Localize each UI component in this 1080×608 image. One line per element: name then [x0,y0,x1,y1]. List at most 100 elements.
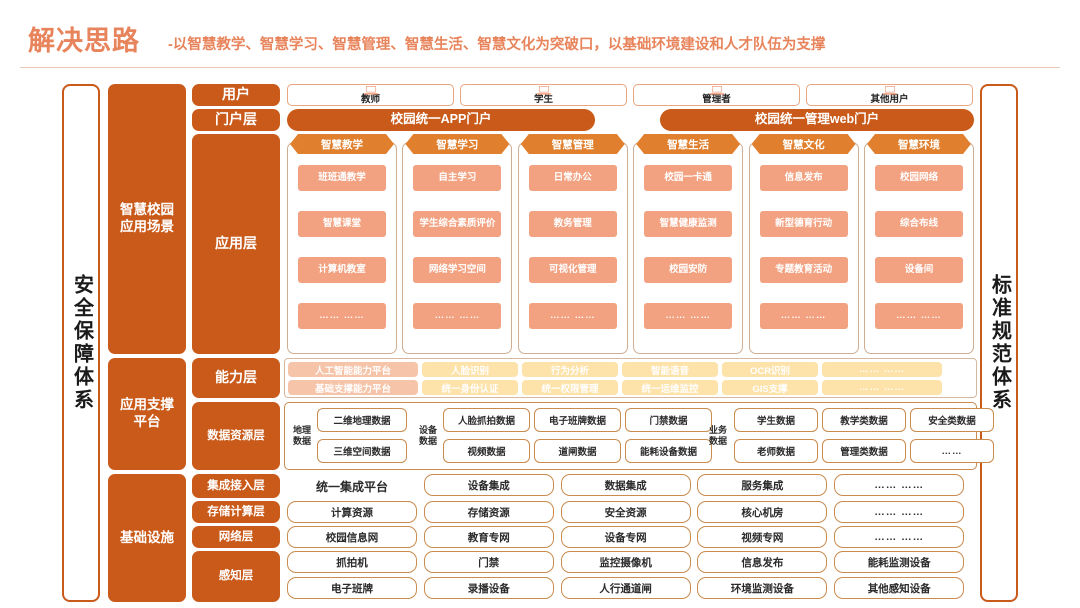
perception-row1-card-4[interactable]: 信息发布 [697,551,828,573]
storage-card-4[interactable]: 核心机房 [697,501,828,523]
data-card-2-row2-1[interactable]: 视频数据 [443,439,530,463]
portal-web[interactable]: 校园统一管理web门户 [660,109,974,131]
portal-app[interactable]: 校园统一APP门户 [287,109,595,131]
app-item-3-2[interactable]: 教务管理 [528,211,617,237]
data-group-label-3: 业务数据 [708,424,727,446]
capability-row1-item-6[interactable]: …… …… [822,362,942,377]
page-subtitle: -以智慧教学、智慧学习、智慧管理、智慧生活、智慧文化为突破口，以基础环境建设和人… [168,37,826,53]
app-item-5-2[interactable]: 新型德育行动 [759,211,848,237]
app-item-1-3[interactable]: 计算机教室 [298,257,386,283]
perception-row1-card-2[interactable]: 门禁 [423,551,554,573]
app-item-5-1[interactable]: 信息发布 [759,165,848,191]
capability-row2-item-3[interactable]: 统一权限管理 [522,380,618,395]
integration-card-1[interactable]: 设备集成 [423,474,554,496]
capability-row2-item-4[interactable]: 统一运维监控 [622,380,718,395]
perception-row1-card-1[interactable]: 抓拍机 [287,551,417,573]
laptop-icon [536,85,551,95]
network-card-4[interactable]: 视频专网 [697,526,828,548]
perception-row1-card-3[interactable]: 监控摄像机 [560,551,691,573]
data-card-3-row2-3[interactable]: …… [910,439,994,463]
layer-label-capability: 能力层 [192,358,280,398]
capability-row1-item-4[interactable]: 智能语音 [622,362,718,377]
user-label: 其他用户 [870,94,909,105]
capability-row2-item-2[interactable]: 统一身份认证 [422,380,518,395]
app-item-6-3[interactable]: 设备间 [875,257,963,283]
app-item-4-4[interactable]: …… …… [644,303,733,329]
app-item-3-3[interactable]: 可视化管理 [528,257,617,283]
app-item-2-2[interactable]: 学生综合素质评价 [413,211,502,237]
network-card-5[interactable]: …… …… [834,526,965,548]
storage-card-3[interactable]: 安全资源 [560,501,691,523]
app-item-3-4[interactable]: …… …… [528,303,617,329]
network-card-1[interactable]: 校园信息网 [287,526,417,548]
app-item-5-4[interactable]: …… …… [759,303,848,329]
app-column-head-3[interactable]: 智慧管理 [521,134,625,154]
perception-row2-card-2[interactable]: 录播设备 [423,577,554,599]
data-card-1-row2-1[interactable]: 三维空间数据 [317,439,407,463]
data-card-2-row2-2[interactable]: 道闸数据 [534,439,621,463]
network-card-3[interactable]: 设备专网 [560,526,691,548]
perception-row2-card-3[interactable]: 人行通道闸 [560,577,691,599]
data-card-3-row2-1[interactable]: 老师数据 [734,439,818,463]
integration-card-4[interactable]: …… …… [834,474,965,496]
app-column-head-5[interactable]: 智慧文化 [752,134,856,154]
laptop-icon [709,85,724,95]
capability-row2-item-5[interactable]: GIS支撑 [722,380,818,395]
user-label: 教师 [360,94,380,105]
app-item-2-1[interactable]: 自主学习 [413,165,502,191]
network-card-2[interactable]: 教育专网 [423,526,554,548]
group-block-infra: 基础设施 [108,474,186,602]
storage-card-5[interactable]: …… …… [834,501,965,523]
data-card-3-row1-3[interactable]: 安全类数据 [910,408,994,432]
integration-card-3[interactable]: 服务集成 [697,474,828,496]
capability-row2-item-6[interactable]: …… …… [822,380,942,395]
user-cell-3[interactable]: 管理者 [633,84,800,106]
data-card-2-row1-3[interactable]: 门禁数据 [625,408,712,432]
app-column-head-6[interactable]: 智慧环境 [867,134,971,154]
app-item-4-1[interactable]: 校园一卡通 [644,165,733,191]
page-header: 解决思路 -以智慧教学、智慧学习、智慧管理、智慧生活、智慧文化为突破口，以基础环… [0,26,1080,68]
app-item-5-3[interactable]: 专题教育活动 [759,257,848,283]
user-cell-2[interactable]: 学生 [460,84,627,106]
app-item-6-4[interactable]: …… …… [875,303,963,329]
data-card-2-row1-1[interactable]: 人脸抓拍数据 [443,408,530,432]
data-card-2-row1-2[interactable]: 电子班牌数据 [534,408,621,432]
storage-card-2[interactable]: 存储资源 [423,501,554,523]
capability-row1-item-5[interactable]: OCR识别 [722,362,818,377]
data-card-1-row1-1[interactable]: 二维地理数据 [317,408,407,432]
data-card-3-row1-2[interactable]: 教学类数据 [822,408,906,432]
left-frame-security: 安全保障体系 [62,84,100,602]
app-item-3-1[interactable]: 日常办公 [528,165,617,191]
app-column-head-1[interactable]: 智慧教学 [290,134,394,154]
capability-row1-item-2[interactable]: 人脸识别 [422,362,518,377]
user-cell-1[interactable]: 教师 [287,84,454,106]
data-card-3-row1-1[interactable]: 学生数据 [734,408,818,432]
app-item-4-2[interactable]: 智慧健康监测 [644,211,733,237]
app-item-1-2[interactable]: 智慧课堂 [298,211,386,237]
data-group-label-1: 地理数据 [292,424,311,446]
app-item-2-4[interactable]: …… …… [413,303,502,329]
capability-row1-item-3[interactable]: 行为分析 [522,362,618,377]
right-frame-label: 标准规范体系 [988,274,1011,412]
app-item-6-1[interactable]: 校园网络 [875,165,963,191]
user-cell-4[interactable]: 其他用户 [806,84,973,106]
integration-card-2[interactable]: 数据集成 [560,474,691,496]
architecture-diagram: 安全保障体系标准规范体系智慧校园应用场景应用支撑平台基础设施用户门户层应用层能力… [0,82,1080,608]
app-item-1-4[interactable]: …… …… [298,303,386,329]
app-column-head-4[interactable]: 智慧生活 [636,134,740,154]
app-item-2-3[interactable]: 网络学习空间 [413,257,502,283]
capability-row2-item-1[interactable]: 基础支撑能力平台 [288,380,418,395]
data-card-2-row2-3[interactable]: 能耗设备数据 [625,439,712,463]
storage-card-1[interactable]: 计算资源 [287,501,417,523]
capability-row1-item-1[interactable]: 人工智能能力平台 [288,362,418,377]
app-item-6-2[interactable]: 综合布线 [875,211,963,237]
app-item-1-1[interactable]: 班班通教学 [298,165,386,191]
perception-row2-card-5[interactable]: 其他感知设备 [834,577,965,599]
perception-row1-card-5[interactable]: 能耗监测设备 [834,551,965,573]
app-item-4-3[interactable]: 校园安防 [644,257,733,283]
data-card-3-row2-2[interactable]: 管理类数据 [822,439,906,463]
app-column-head-2[interactable]: 智慧学习 [405,134,509,154]
data-group-label-2: 设备数据 [418,424,437,446]
perception-row2-card-1[interactable]: 电子班牌 [287,577,417,599]
perception-row2-card-4[interactable]: 环境监测设备 [697,577,828,599]
